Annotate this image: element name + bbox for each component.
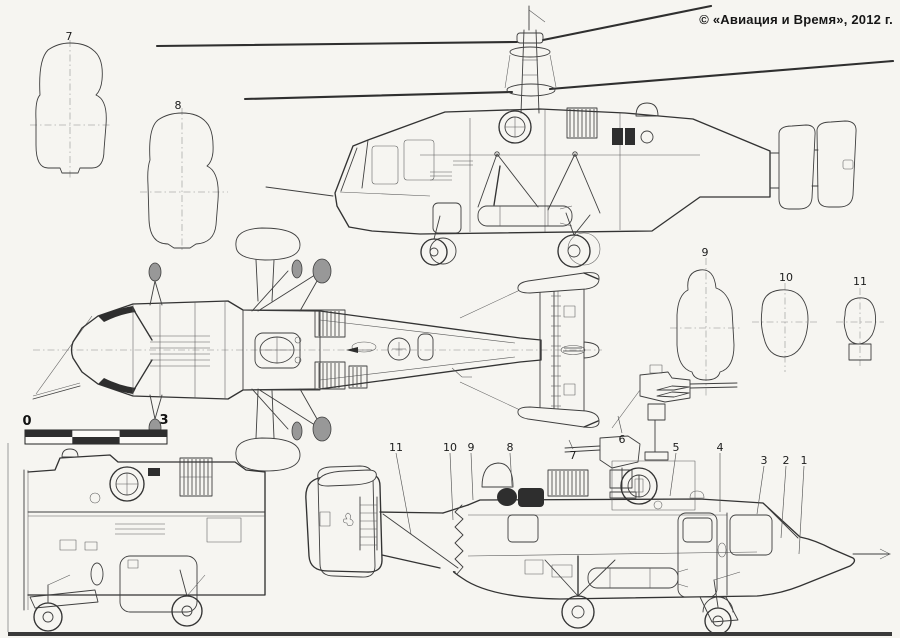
gun-mount-detail [564, 364, 738, 499]
callout-6: 6 [619, 433, 626, 446]
callout-4: 4 [717, 441, 724, 454]
callout-9: 9 [468, 441, 475, 454]
engine-grilles-plan [314, 309, 368, 390]
aft-hatch-circle [387, 337, 411, 361]
porthole-window [498, 110, 532, 144]
plan-view [32, 227, 602, 472]
callout-3: 3 [761, 454, 768, 467]
plan-outline [70, 300, 542, 400]
engine-grille [566, 102, 659, 145]
cockpit-door-window [729, 514, 773, 556]
section-10-label: 10 [779, 271, 793, 284]
cargo-door [119, 555, 198, 613]
blade-clamp-detail [656, 385, 690, 398]
sponson-struts [477, 151, 601, 214]
stabilizer-plan [517, 272, 600, 428]
section-7-label: 7 [66, 30, 73, 43]
tail-unit-bottom [305, 465, 383, 578]
page-edge-bottom [8, 632, 892, 636]
belly-pod [477, 205, 573, 227]
section-11-label: 11 [853, 275, 867, 288]
callout-8: 8 [507, 441, 514, 454]
landing-gear-plan [148, 258, 332, 442]
callout-10: 10 [443, 441, 457, 454]
fuselage-outline-bottom [452, 498, 856, 600]
callout-2: 2 [783, 454, 790, 467]
rotor-blades-plan [235, 227, 301, 472]
forward-fuselage-detail-view [23, 448, 266, 632]
callout-11: 11 [389, 441, 403, 454]
sliding-door [677, 512, 718, 598]
nose-boom [32, 385, 81, 400]
landing-gear [420, 212, 601, 268]
cross-section-10: 10 [752, 271, 818, 372]
callout-1: 1 [801, 454, 808, 467]
cross-section-9: 9 [670, 246, 742, 396]
coaxial-rotor [155, 4, 895, 114]
cross-section-8: 8 [140, 99, 228, 252]
intake-grille [179, 457, 213, 497]
fuselage-outline [334, 108, 771, 235]
engine-intake-ring [611, 460, 696, 511]
scale-bar: 0 3 [22, 413, 169, 445]
cross-section-11: 11 [836, 275, 884, 366]
stub-fin [29, 589, 99, 609]
copyright-text: © «Авиация и Время», 2012 г. [699, 12, 893, 27]
side-view-bottom [305, 460, 891, 635]
side-hatch [432, 202, 462, 234]
callout-numbers: 11 10 9 8 7 6 5 4 3 2 1 [389, 415, 808, 555]
weapon-pod [587, 567, 689, 589]
tail-fins [769, 120, 857, 210]
rotor-hub-plan [242, 309, 321, 391]
fold-joint-zigzag [454, 504, 464, 575]
cockpit-windows [339, 139, 435, 197]
engine-grille-bottom [547, 469, 589, 497]
side-view-top [155, 4, 895, 268]
callout-7: 7 [570, 449, 577, 462]
roof-louvers [150, 335, 210, 367]
section-9-label: 9 [702, 246, 709, 259]
pitot-boom [265, 186, 334, 197]
section-8-label: 8 [175, 99, 182, 112]
scale-start-label: 0 [22, 414, 31, 429]
callout-5: 5 [673, 441, 680, 454]
cross-section-7: 7 [30, 30, 112, 180]
scale-end-label: 3 [159, 413, 168, 428]
